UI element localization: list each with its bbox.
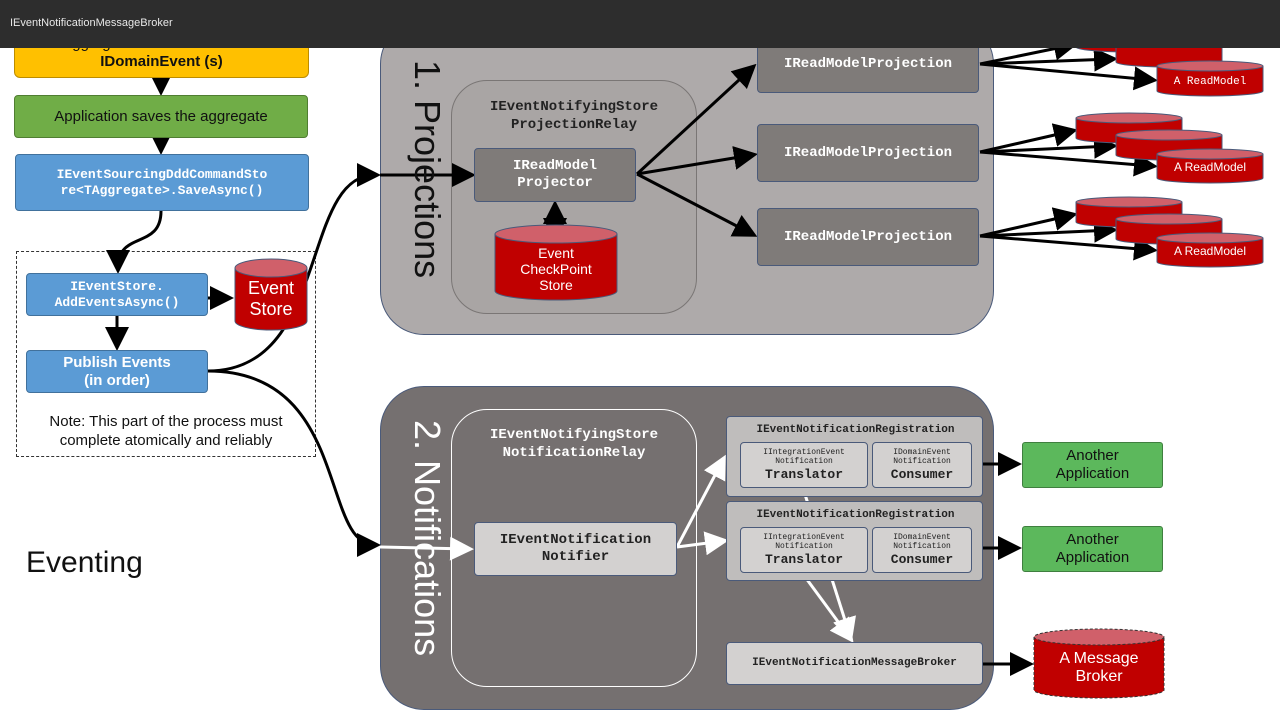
add-events-line1: IEventStore. (70, 278, 164, 294)
notifier-line2: Notifier (541, 549, 610, 565)
projection-relay-line1: IEventNotifyingStore (489, 99, 659, 115)
consumer-1-small-2: Notification (893, 457, 951, 467)
translator-1-small-1: IIntegrationEvent (763, 447, 845, 457)
consumer-2-box: IDomainEvent Notification Consumer (872, 527, 972, 573)
notifications-title: 2. Notifications (407, 420, 448, 657)
add-events-box: IEventStore. AddEventsAsync() (26, 273, 208, 316)
registration-2-label: IEventNotificationRegistration (756, 509, 955, 521)
notification-registration-2: IEventNotificationRegistration IIntegrat… (726, 501, 983, 581)
translator-2-label: Translator (764, 551, 843, 567)
projection-2-label: IReadModelProjection (783, 144, 953, 161)
eventing-title: Eventing (26, 546, 143, 579)
projector-line1: IReadModel (512, 158, 597, 175)
projection-3-label: IReadModelProjection (783, 228, 953, 245)
event-notification-message-broker-box: IEventNotificationMessageBroker (726, 642, 983, 685)
translator-2-small-2: Notification (775, 542, 833, 552)
projector-line2: Projector (517, 175, 593, 191)
projections-title: 1. Projections (407, 60, 448, 279)
another-app-1-line2: Application (1055, 465, 1130, 482)
notifier-line1: IEventNotification (499, 532, 652, 549)
command-store-line1: IEventSourcingDddCommandSto (56, 166, 268, 182)
message-broker-line1: A Message (1059, 649, 1139, 667)
notification-relay-line1: IEventNotifyingStore (489, 427, 659, 443)
event-store-line1: Event (247, 278, 295, 299)
consumer-2-label: Consumer (890, 551, 954, 567)
add-events-line2: AddEventsAsync() (54, 294, 180, 310)
atomic-note-line1: Note: This part of the process must (49, 413, 283, 430)
atomic-note: Note: This part of the process must comp… (20, 413, 312, 451)
projection-1-label: IReadModelProjection (783, 56, 953, 73)
projection-relay-label: IEventNotifyingStore ProjectionRelay (456, 98, 692, 134)
read-model-projection-2: IReadModelProjection (757, 124, 979, 182)
checkpoint-line2: CheckPoint (520, 260, 592, 277)
event-store-cylinder (234, 258, 308, 331)
read-model-projection-3: IReadModelProjection (757, 208, 979, 266)
checkpoint-line1: Event (538, 244, 574, 261)
registration-1-label: IEventNotificationRegistration (756, 424, 955, 436)
read-model-3-label: A ReadModel (1173, 244, 1247, 259)
checkpoint-store-label: Event CheckPoint Store (494, 242, 618, 296)
another-application-2: Another Application (1022, 526, 1163, 572)
event-notification-notifier-box: IEventNotification Notifier (474, 522, 677, 576)
notification-relay-label: IEventNotifyingStore NotificationRelay (456, 426, 692, 462)
message-broker-line2: Broker (1075, 668, 1123, 685)
another-app-1-line1: Another (1066, 447, 1119, 464)
message-broker-cylinder (1033, 628, 1165, 699)
application-saves-label: Application saves the aggregate (54, 107, 268, 125)
consumer-1-label: Consumer (890, 466, 954, 482)
publish-events-line1: Publish Events (63, 353, 171, 371)
application-saves-box: Application saves the aggregate (14, 95, 308, 138)
translator-1-small-2: Notification (775, 457, 833, 467)
read-model-1-label: A ReadModel (1173, 75, 1247, 88)
consumer-2-small-2: Notification (893, 542, 951, 552)
publish-events-line2: (in order) (84, 371, 150, 389)
event-store-label: Event Store (234, 276, 308, 322)
another-app-2-line1: Another (1066, 531, 1119, 548)
read-model-2-label: A ReadModel (1173, 160, 1247, 175)
command-store-box: IEventSourcingDddCommandSto re<TAggregat… (15, 154, 309, 211)
message-broker-box-label: IEventNotificationMessageBroker (752, 656, 957, 669)
translator-2-small-1: IIntegrationEvent (763, 532, 845, 542)
read-model-stack-2 (1075, 112, 1264, 184)
translator-2-box: IIntegrationEvent Notification Translato… (740, 527, 868, 573)
another-application-1: Another Application (1022, 442, 1163, 488)
command-store-line2: re<TAggregate>.SaveAsync() (60, 182, 264, 198)
checkpoint-line3: Store (539, 277, 573, 294)
notification-registration-1: IEventNotificationRegistration IIntegrat… (726, 416, 983, 497)
consumer-2-small-1: IDomainEvent (893, 532, 951, 542)
another-app-2-line2: Application (1055, 549, 1130, 566)
event-store-line2: Store (249, 299, 293, 319)
atomic-region (16, 251, 316, 457)
projection-relay-line2: ProjectionRelay (510, 117, 638, 134)
atomic-note-line2: complete atomically and reliably (59, 431, 273, 449)
translator-1-box: IIntegrationEvent Notification Translato… (740, 442, 868, 488)
consumer-1-small-1: IDomainEvent (893, 447, 951, 457)
publish-events-box: Publish Events (in order) (26, 350, 208, 393)
aggregate-raises-line2: IDomainEvent (s) (100, 53, 223, 70)
read-model-stack-3 (1075, 196, 1264, 268)
consumer-1-box: IDomainEvent Notification Consumer (872, 442, 972, 488)
message-broker-label: A Message Broker (1033, 646, 1165, 690)
notification-relay-line2: NotificationRelay (502, 445, 646, 462)
window-title-bar: IEventNotificationMessageBroker (0, 0, 1280, 48)
checkpoint-store-cylinder (494, 224, 618, 301)
read-model-projector-box: IReadModel Projector (474, 148, 636, 202)
window-title: IEventNotificationMessageBroker (10, 17, 173, 29)
translator-1-label: Translator (764, 466, 843, 482)
